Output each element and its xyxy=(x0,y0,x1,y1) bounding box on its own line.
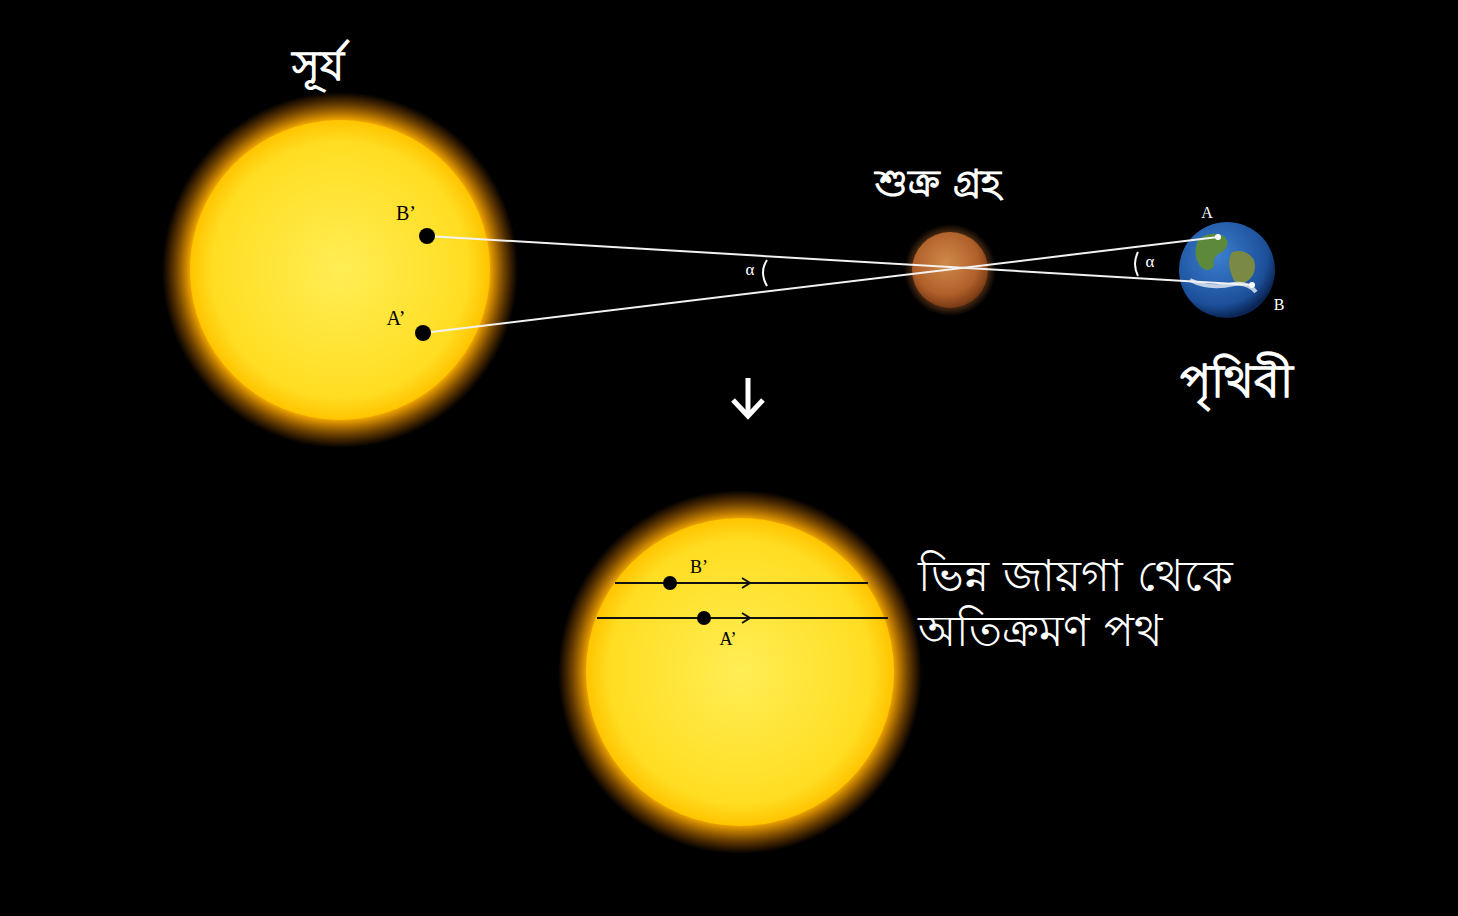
point-dot xyxy=(697,611,711,625)
point-label: A xyxy=(1201,203,1213,222)
point-label: B xyxy=(1274,295,1285,314)
down-arrow xyxy=(746,378,751,414)
sun-disc xyxy=(586,518,894,826)
angle-label: α xyxy=(1146,252,1155,272)
point-dot xyxy=(1215,234,1221,240)
angle-arc xyxy=(1135,252,1138,276)
path-arrow-head xyxy=(742,613,750,623)
sight-line xyxy=(427,236,1252,285)
transit-path xyxy=(615,582,868,584)
sun-glow xyxy=(558,490,922,854)
point-label: B’ xyxy=(396,201,416,225)
figure-node: শুক্র গ্রহ xyxy=(840,150,1060,320)
sun-disc xyxy=(190,120,490,420)
transit-path xyxy=(597,617,888,619)
earth-disc xyxy=(1179,222,1275,318)
figure-node: সূর্য B’ A’ xyxy=(180,20,520,440)
earth-land xyxy=(1229,251,1255,284)
angle-label: α xyxy=(746,260,755,280)
point-label: B’ xyxy=(690,557,708,579)
point-dot xyxy=(419,228,435,244)
point-label: A’ xyxy=(387,306,406,330)
point-dot xyxy=(415,325,431,341)
sun-glow xyxy=(162,92,518,448)
figure-node: পৃথিবী A B xyxy=(1140,190,1340,420)
figure-node: B’ A’ xyxy=(580,510,910,840)
sight-line xyxy=(423,237,1218,333)
down-arrow-head xyxy=(733,400,763,416)
earth-heading: পৃথিবী xyxy=(1180,354,1293,409)
angle-arc xyxy=(763,260,767,286)
sun-heading: সূর্য xyxy=(292,41,344,91)
point-label: A’ xyxy=(720,629,737,651)
venus-heading: শুক্র গ্রহ xyxy=(875,161,1001,207)
point-dot xyxy=(663,576,677,590)
path-arrow-head xyxy=(742,578,750,588)
caption-note: ভিন্ন জায়গা থেকে অতিক্রমণ পথ xyxy=(918,548,1318,658)
point-dot xyxy=(1249,282,1255,288)
